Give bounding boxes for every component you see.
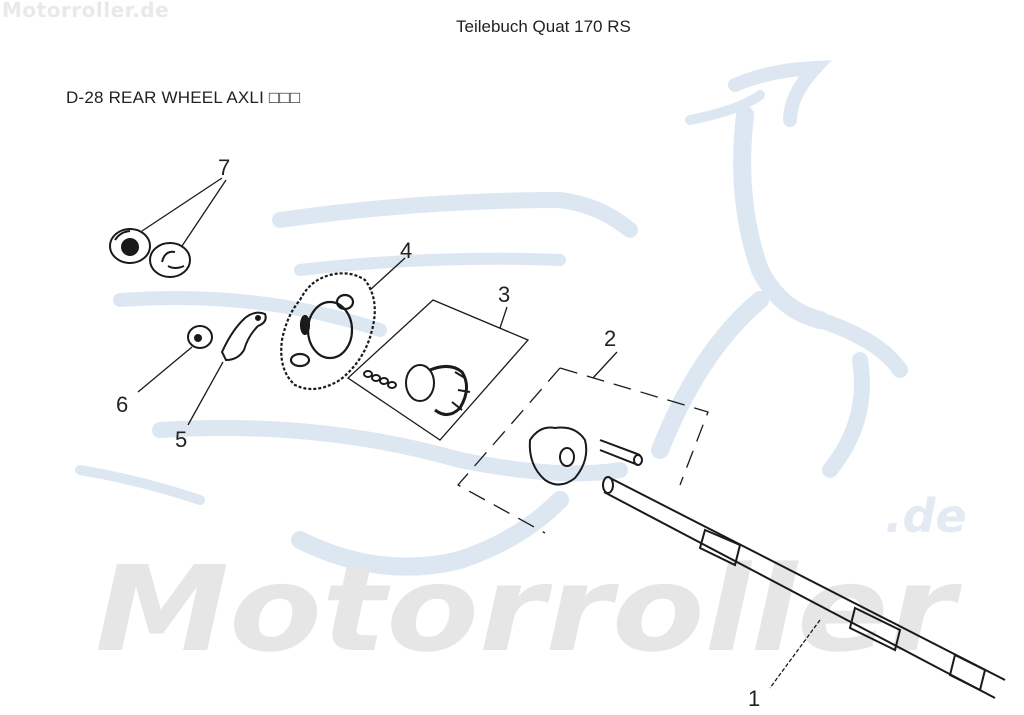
watermark-top-left: Motorroller.de: [2, 0, 170, 22]
document-title: Teilebuch Quat 170 RS: [456, 17, 631, 36]
callout-4: 4: [400, 238, 412, 263]
part-4-sprocket: [280, 257, 406, 391]
callout-7: 7: [218, 155, 230, 180]
callout-3: 3: [498, 282, 510, 307]
part-5-lock-plate: [187, 311, 267, 426]
part-7-lock-nuts: [109, 177, 227, 278]
watermark-de-text: .de: [885, 489, 967, 543]
part-3-sprocket-hub-assembly: [346, 299, 530, 441]
watermark-motorroller-text: Motorroller: [95, 540, 963, 678]
callout-2: 2: [604, 326, 616, 351]
part-6-nut: [137, 325, 213, 393]
watermark-logo: [75, 60, 908, 576]
callout-5: 5: [175, 427, 187, 452]
section-title: D-28 REAR WHEEL AXLI □□□: [66, 88, 301, 107]
callout-6: 6: [116, 392, 128, 417]
part-2-wheel-hub-assembly: [456, 351, 709, 534]
part-1-rear-axle-shaft: [602, 476, 1006, 699]
callout-1: 1: [748, 686, 760, 711]
